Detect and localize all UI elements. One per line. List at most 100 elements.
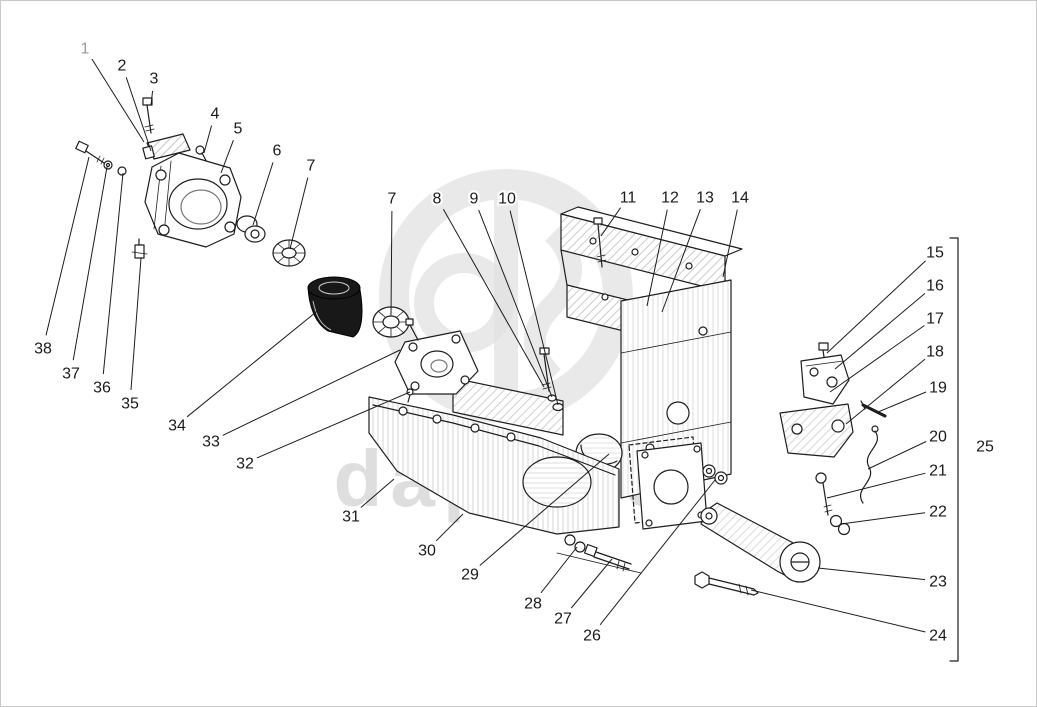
callout-17: 17 bbox=[926, 311, 944, 328]
leader-line-12 bbox=[646, 209, 668, 307]
leader-line-15 bbox=[826, 260, 926, 354]
bolt-3 bbox=[142, 97, 155, 134]
leader-line-5 bbox=[220, 140, 234, 174]
bolt-24 bbox=[694, 571, 759, 596]
leader-line-27 bbox=[570, 558, 613, 609]
callout-36: 36 bbox=[93, 380, 111, 397]
callout-15: 15 bbox=[926, 245, 944, 262]
leader-line-21 bbox=[826, 472, 926, 499]
callout-21: 21 bbox=[929, 463, 947, 480]
callout-1: 1 bbox=[81, 41, 90, 58]
link-20 bbox=[860, 425, 879, 504]
callout-8: 8 bbox=[433, 191, 442, 208]
callout-24: 24 bbox=[929, 628, 947, 645]
leader-line-31 bbox=[360, 478, 395, 508]
leader-line-38 bbox=[45, 156, 90, 336]
callout-23: 23 bbox=[929, 574, 947, 591]
leader-line-18 bbox=[845, 358, 926, 425]
group-bracket-25 bbox=[949, 237, 959, 662]
clip-2 bbox=[142, 145, 155, 160]
leader-line-35 bbox=[130, 257, 142, 391]
washer-37 bbox=[103, 160, 113, 170]
leader-line-4 bbox=[203, 125, 213, 154]
leader-line-33 bbox=[222, 349, 401, 436]
callout-26: 26 bbox=[583, 628, 601, 645]
leader-line-26 bbox=[599, 479, 716, 626]
callout-35: 35 bbox=[121, 396, 139, 413]
leader-line-7 bbox=[289, 177, 309, 250]
callout-30: 30 bbox=[418, 543, 436, 560]
callout-18: 18 bbox=[926, 344, 944, 361]
leader-line-10 bbox=[509, 210, 559, 406]
leader-line-28 bbox=[540, 546, 578, 594]
callout-22: 22 bbox=[929, 504, 947, 521]
watermark-glyph-circle bbox=[414, 253, 514, 353]
callout-19: 19 bbox=[929, 380, 947, 397]
stud-11 bbox=[593, 217, 607, 268]
mounting-plate-33 bbox=[394, 318, 479, 395]
callout-7: 7 bbox=[307, 158, 316, 175]
leader-line-1 bbox=[91, 58, 145, 143]
callout-29: 29 bbox=[461, 567, 479, 584]
leader-line-23 bbox=[817, 567, 926, 581]
bolt-27 bbox=[556, 543, 642, 574]
leader-line-6 bbox=[252, 162, 274, 226]
callout-14: 14 bbox=[731, 190, 749, 207]
leader-line-24 bbox=[750, 589, 926, 633]
leader-line-20 bbox=[867, 441, 927, 470]
leader-line-14 bbox=[722, 209, 738, 278]
lever-arm-23 bbox=[700, 502, 821, 583]
stud-32 bbox=[406, 388, 414, 403]
callout-10: 10 bbox=[498, 191, 516, 208]
bushing-6 bbox=[236, 215, 266, 243]
callout-12: 12 bbox=[661, 190, 679, 207]
callout-31: 31 bbox=[342, 509, 360, 526]
leader-line-32 bbox=[256, 391, 411, 459]
leader-line-37 bbox=[72, 166, 108, 361]
bracket-18 bbox=[779, 403, 854, 458]
callout-3: 3 bbox=[150, 71, 159, 88]
leader-line-36 bbox=[102, 172, 124, 375]
leader-line-13 bbox=[661, 209, 701, 313]
fitting-35 bbox=[131, 238, 148, 259]
leader-line-3 bbox=[150, 90, 154, 106]
callout-25: 25 bbox=[976, 439, 994, 456]
nut-36 bbox=[117, 166, 127, 176]
leader-line-7 bbox=[390, 210, 393, 316]
callout-34: 34 bbox=[168, 418, 186, 435]
callout-6: 6 bbox=[273, 143, 282, 160]
callout-2: 2 bbox=[118, 58, 127, 75]
leader-line-30 bbox=[435, 513, 464, 542]
bolt-21 bbox=[815, 472, 833, 516]
callout-9: 9 bbox=[470, 191, 479, 208]
callout-38: 38 bbox=[34, 341, 52, 358]
bolt-38 bbox=[75, 140, 105, 165]
callout-7: 7 bbox=[388, 191, 397, 208]
callout-27: 27 bbox=[554, 611, 572, 628]
leader-line-17 bbox=[829, 325, 925, 393]
callout-5: 5 bbox=[234, 121, 243, 138]
leader-line-11 bbox=[600, 207, 622, 237]
rubber-buffer-34 bbox=[307, 276, 363, 338]
callout-20: 20 bbox=[929, 429, 947, 446]
washers-22 bbox=[829, 514, 851, 536]
nuts-26 bbox=[702, 464, 728, 485]
callout-32: 32 bbox=[236, 456, 254, 473]
leader-line-16 bbox=[834, 293, 926, 370]
leader-line-2 bbox=[125, 77, 152, 152]
leader-line-34 bbox=[186, 307, 322, 418]
callout-33: 33 bbox=[202, 434, 220, 451]
bracket-16 bbox=[800, 354, 850, 405]
callout-16: 16 bbox=[926, 278, 944, 295]
washers-28 bbox=[564, 534, 586, 553]
inner-shelf bbox=[452, 377, 564, 436]
callout-37: 37 bbox=[62, 366, 80, 383]
flange-housing bbox=[144, 152, 242, 248]
ring-washer-7a bbox=[272, 239, 306, 267]
watermark-glyph-curve bbox=[524, 225, 582, 385]
leader-line-22 bbox=[840, 512, 926, 525]
leader-line-8 bbox=[442, 209, 545, 388]
